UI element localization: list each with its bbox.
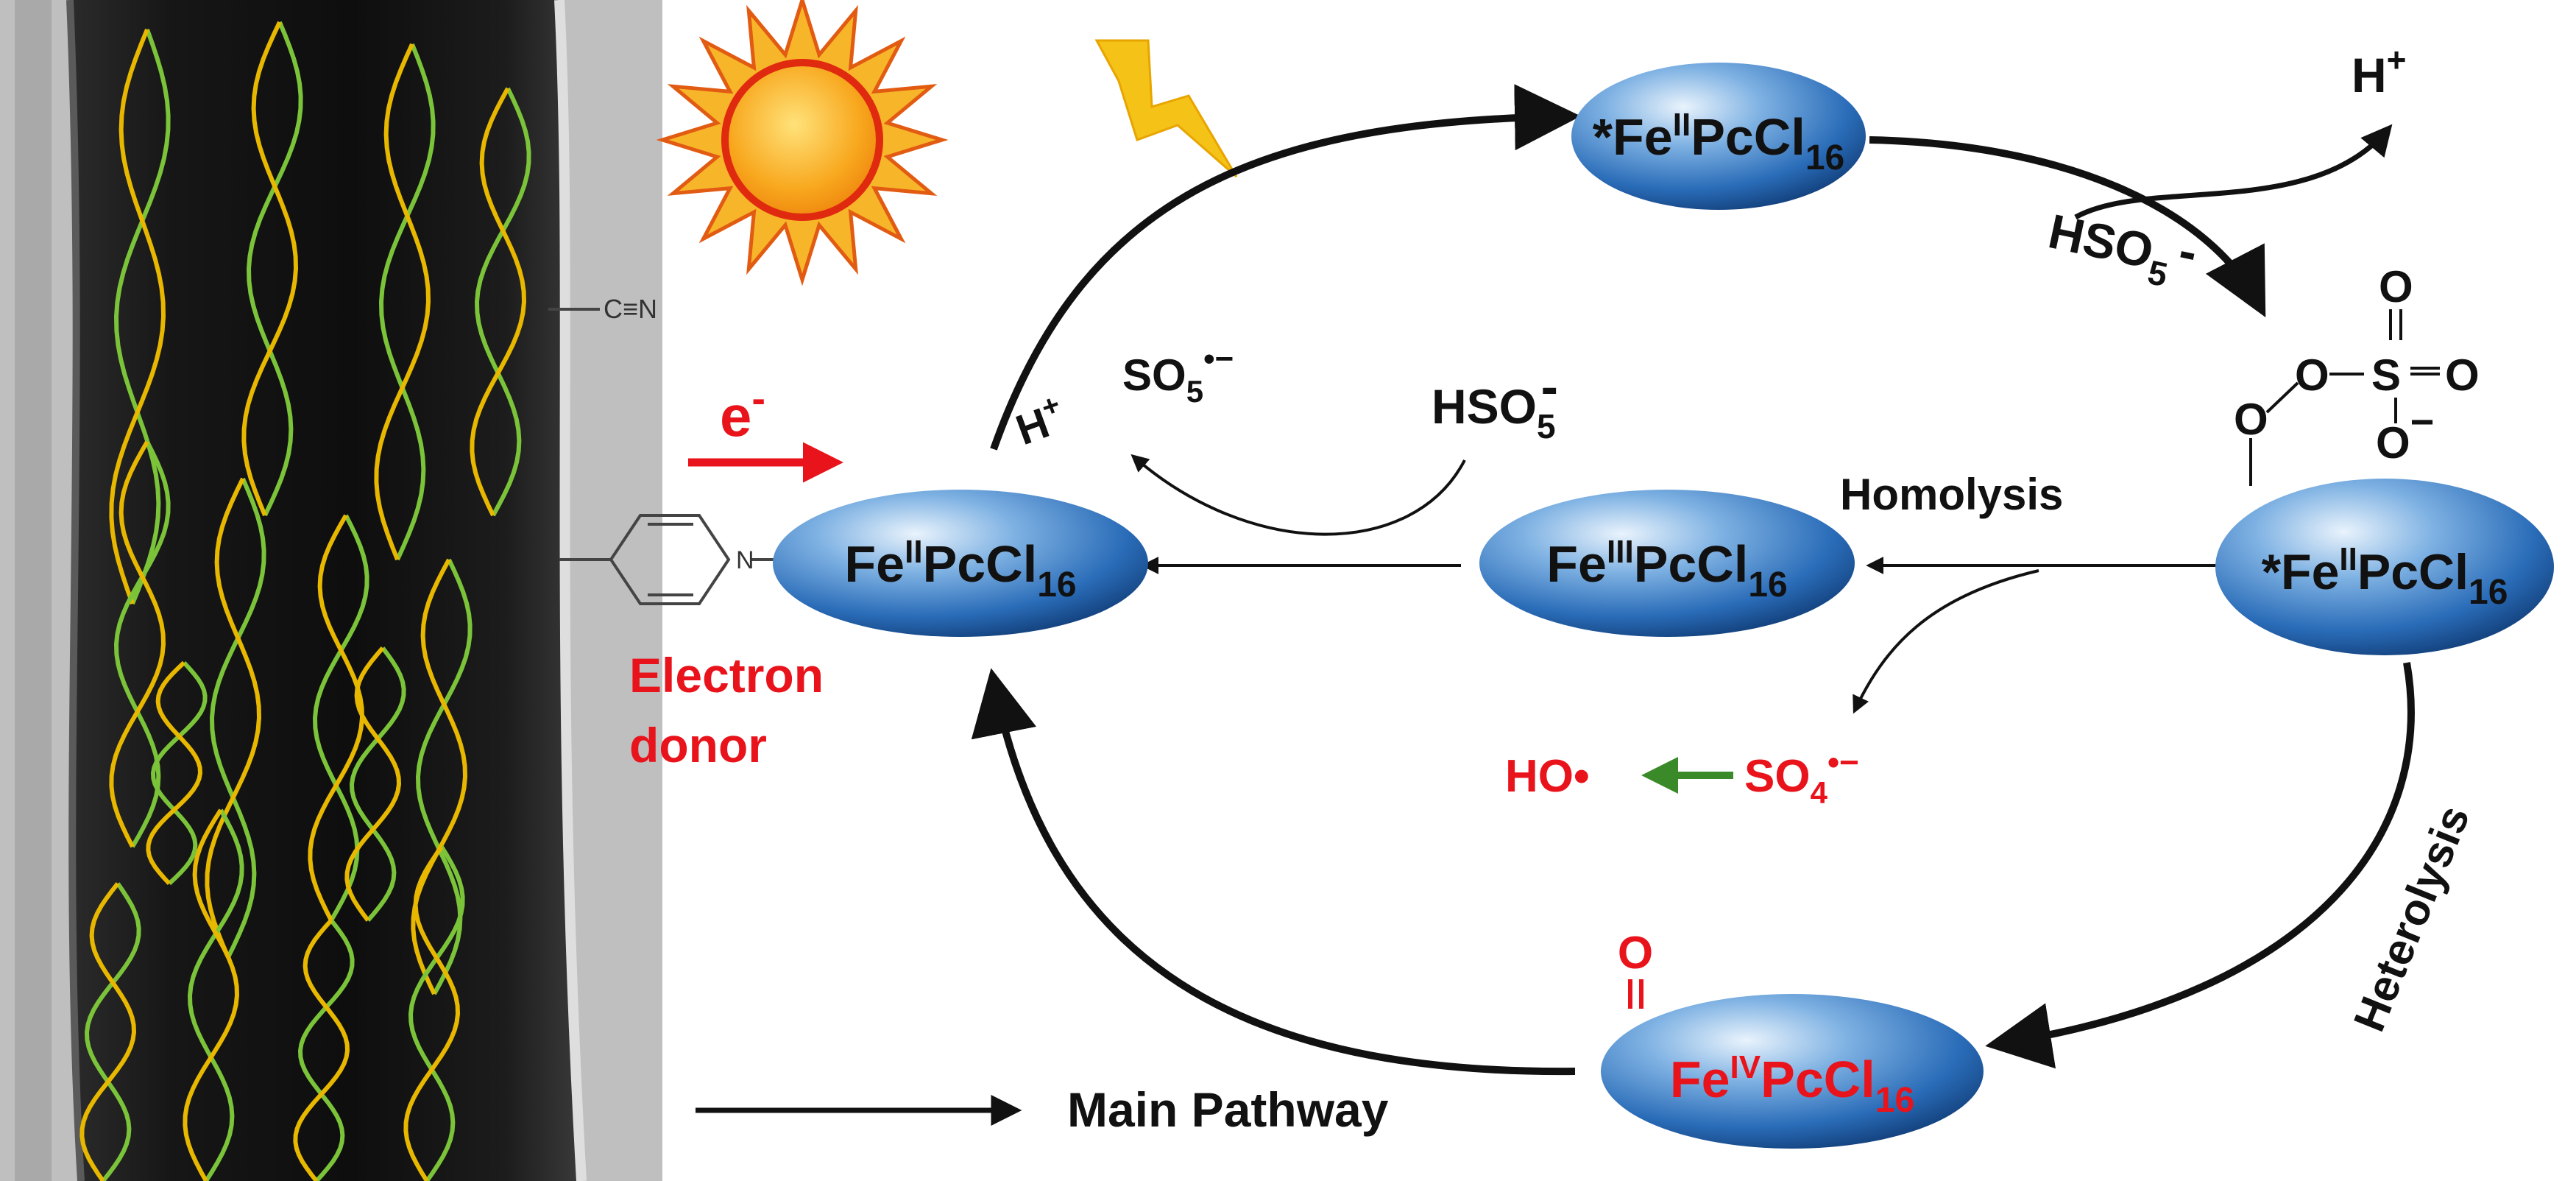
- polymer-strand: [470, 87, 527, 517]
- label-ho-radical: HO•: [1505, 751, 1590, 802]
- polymer-strand: [109, 28, 166, 605]
- label-fe2-excited-right: *FeIIPcCl16: [2262, 541, 2508, 612]
- ellipse-fe2-excited-right: [2215, 479, 2554, 655]
- polymer-strand: [150, 660, 208, 886]
- polymer-strand: [209, 477, 266, 959]
- ellipse-fe2-excited-top: [1571, 63, 1866, 210]
- label-so4-radical: SO4•−: [1744, 743, 1859, 810]
- arrow-to-so4: [1853, 569, 2039, 714]
- electron-donor-line2: donor: [629, 718, 767, 772]
- electron-symbol: e: [720, 384, 751, 448]
- label-fe2-excited-top: *FeIIPcCl16: [1593, 107, 1844, 177]
- peroxo-o-bottom: O−: [2376, 398, 2434, 468]
- peroxo-o-top: O: [2379, 262, 2413, 311]
- tem-fiber-panel: [0, 0, 795, 1181]
- ellipse-fe3: [1479, 490, 1855, 637]
- label-main-pathway: Main Pathway: [1067, 1082, 1389, 1137]
- peroxo-o-right: O: [2445, 350, 2480, 400]
- pyridine-n-label: N: [736, 546, 754, 574]
- arrow-excited-to-peroxo: [1869, 136, 2266, 317]
- reaction-arrows: [688, 84, 2415, 1126]
- label-so5-radical: SO5•−: [1122, 341, 1234, 409]
- svg-text:e-: e-: [720, 375, 765, 448]
- polymer-strand: [474, 87, 531, 517]
- nitrile-label: C≡N: [604, 294, 657, 324]
- polymer-strand: [183, 808, 240, 1181]
- polymer-strand: [113, 440, 171, 848]
- peroxo-o-mid: O: [2295, 350, 2329, 400]
- fiber-labels: C≡N N: [604, 294, 754, 574]
- electron-charge: -: [751, 375, 765, 421]
- polymer-strand: [109, 440, 166, 848]
- label-heterolysis: Heterolysis: [2344, 799, 2479, 1038]
- polymer-strand: [79, 882, 137, 1181]
- polymer-strand: [374, 43, 431, 561]
- polymer-strand: [411, 558, 468, 995]
- polymer-strand: [297, 919, 355, 1181]
- lightning-bolt-icon: [1094, 39, 1238, 178]
- polymer-strands: [79, 21, 531, 1181]
- label-fe2: FeIIPcCl16: [844, 534, 1076, 604]
- polymer-strand: [113, 28, 171, 605]
- polymer-strand: [344, 646, 402, 922]
- polymer-strand: [349, 646, 406, 922]
- polymer-strand: [378, 43, 436, 561]
- electron-donor-line1: Electron: [629, 648, 824, 702]
- peroxo-s: S: [2371, 350, 2401, 400]
- label-fe4: FeIVPcCl16: [1670, 1049, 1914, 1120]
- label-h-plus-top: H+: [2352, 40, 2407, 102]
- polymer-strand: [293, 918, 350, 1181]
- electron-donor: e- Electron donor: [629, 375, 824, 772]
- label-hso5-mid: HSO5-: [1432, 358, 1558, 445]
- polymer-strand: [187, 808, 244, 1181]
- label-fe4-oxo: O: [1618, 928, 1653, 979]
- pyridine-ring: [609, 514, 731, 605]
- pyridine-linker: [548, 308, 795, 605]
- ellipse-fe2: [773, 490, 1148, 637]
- arrow-hso5-to-hplus: [2074, 124, 2393, 220]
- polymer-strand: [246, 21, 303, 517]
- species-ellipses: [773, 63, 2554, 1149]
- oxo-double-bond: [1628, 979, 1643, 1009]
- arrow-fe2-to-excited: [990, 84, 1581, 451]
- label-homolysis: Homolysis: [1840, 470, 2063, 519]
- arrow-heterolysis: [1985, 662, 2415, 1069]
- peroxo-group-bonds: [2249, 309, 2440, 486]
- polymer-strand: [403, 845, 461, 1181]
- polymer-strand: [205, 477, 262, 959]
- polymer-strand: [84, 882, 141, 1181]
- ellipse-fe4: [1601, 994, 1984, 1149]
- polymer-strand: [408, 845, 465, 1181]
- arrow-fe4-to-fe2: [971, 668, 1576, 1076]
- sun-icon: [656, 0, 949, 286]
- label-hso5-top: HSO5-: [2042, 194, 2203, 300]
- arrow-hso5-to-so5: [1130, 454, 1466, 536]
- polymer-strand: [146, 660, 203, 886]
- polymer-strand: [241, 21, 299, 517]
- peroxo-group-atoms: O O O S O O−: [2234, 262, 2480, 468]
- peroxo-o-left: O: [2234, 395, 2268, 444]
- label-fe3: FeIIIPcCl16: [1546, 534, 1787, 604]
